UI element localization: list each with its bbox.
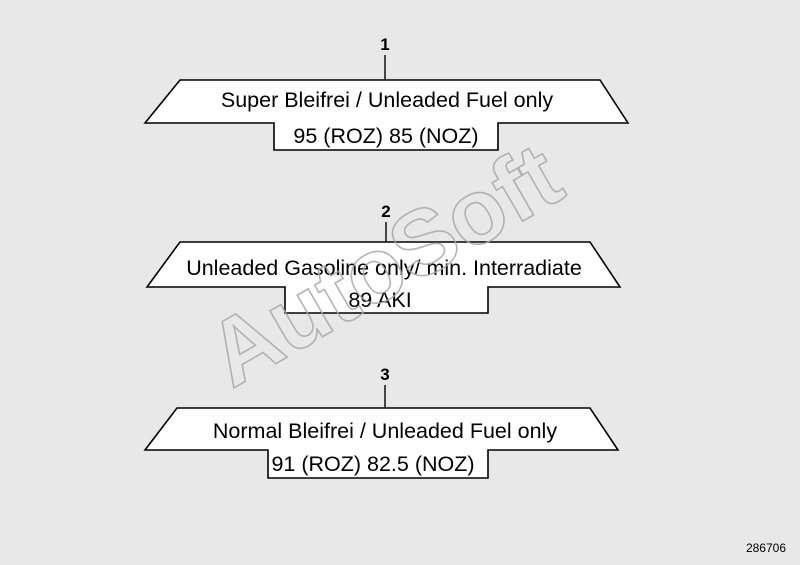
label-3-line-2: 91 (ROZ) 82.5 (NOZ)	[271, 452, 474, 476]
reference-number: 286706	[746, 541, 786, 555]
label-1-line-2: 95 (ROZ) 85 (NOZ)	[293, 124, 478, 148]
label-3: 3 Normal Bleifrei / Unleaded Fuel only 9…	[143, 365, 620, 479]
callout-number-2: 2	[381, 202, 390, 221]
callout-number-3: 3	[380, 365, 389, 384]
label-1-line-1: Super Bleifrei / Unleaded Fuel only	[221, 88, 553, 112]
label-2-line-2: 89 AKI	[348, 288, 411, 312]
label-outline-1	[143, 79, 630, 151]
label-3-line-1: Normal Bleifrei / Unleaded Fuel only	[213, 419, 557, 443]
label-2: 2 Unleaded Gasoline only/ min. Interradi…	[145, 202, 622, 314]
label-1: 1 Super Bleifrei / Unleaded Fuel only 95…	[143, 35, 630, 151]
label-outline-2	[145, 241, 622, 314]
label-outline-3	[143, 407, 620, 479]
callout-number-1: 1	[380, 35, 389, 54]
label-2-line-1: Unleaded Gasoline only/ min. Interradiat…	[186, 256, 582, 280]
